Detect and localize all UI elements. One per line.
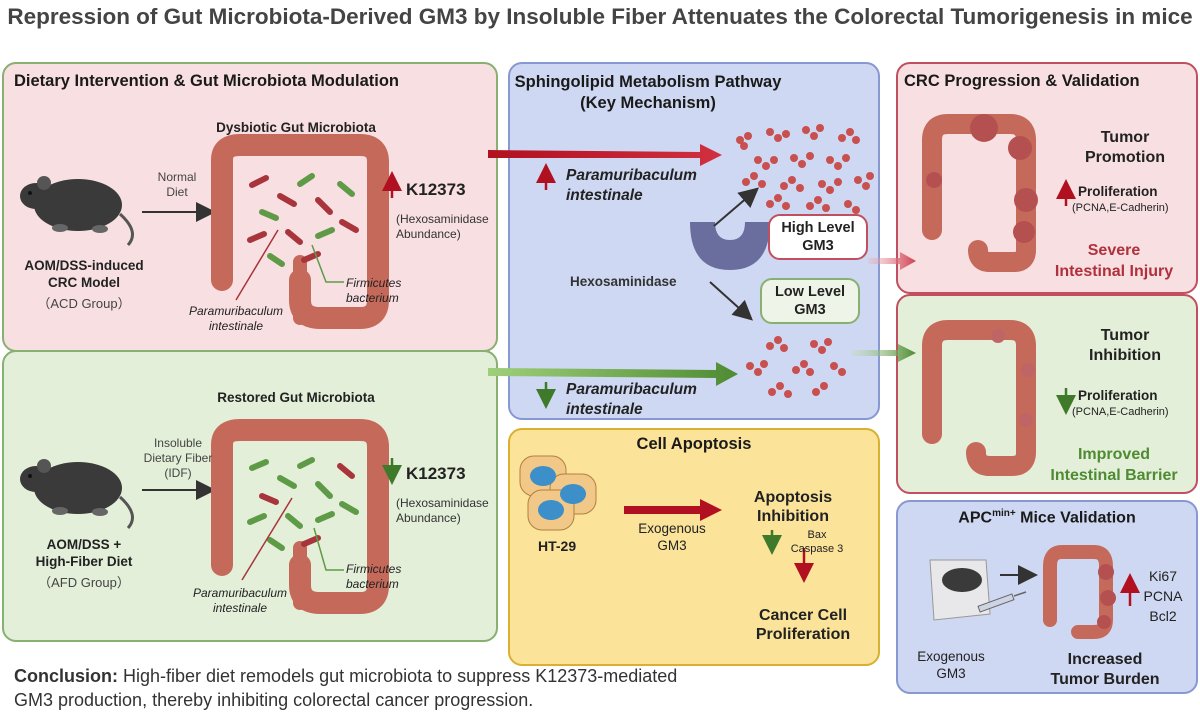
enzyme-label: Hexosaminidase	[570, 274, 677, 289]
proliferation-markers-up: (PCNA,E-Cadherin)	[1072, 202, 1169, 214]
panel-crc-promotion	[896, 62, 1198, 294]
tumor	[991, 329, 1035, 427]
apc-treatment-label: Exogenous GM3	[917, 649, 985, 681]
apc-heading-rest: Mice Validation	[1015, 509, 1136, 527]
apc-heading-sup: min+	[992, 508, 1016, 519]
severe-injury-label: Severe Intestinal Injury	[1054, 242, 1174, 280]
microbe-down-label: Paramuribaculum intestinale	[566, 381, 697, 418]
subheading-dysbiotic: Dysbiotic Gut Microbiota	[216, 120, 376, 135]
treatment-label: Exogenous GM3	[638, 521, 706, 553]
microbe-firmicutes-top: Firmicutes bacterium	[346, 276, 402, 305]
microbe-firmicutes-bottom: Firmicutes bacterium	[346, 562, 402, 591]
colon-icon	[1043, 545, 1113, 639]
enzyme-icon	[690, 222, 770, 270]
panel-heading-diet: Dietary Intervention & Gut Microbiota Mo…	[14, 72, 400, 90]
panel-heading-apoptosis: Cell Apoptosis	[636, 435, 752, 453]
gm3-molecule-icon	[746, 336, 846, 398]
syringe-icon	[929, 559, 1027, 621]
group-label-acd: （ACD Group）	[37, 296, 131, 311]
colon-icon	[922, 320, 1036, 476]
gene-k12373-bottom: K12373	[406, 464, 466, 483]
panel-heading-crc: CRC Progression & Validation	[904, 72, 1140, 90]
cell-icon	[519, 455, 597, 531]
diet-label-normal: Normal Diet	[157, 170, 197, 199]
diet-label-idf: Insoluble Dietary Fiber (IDF)	[143, 436, 213, 480]
colon-icon	[211, 134, 389, 329]
proliferation-label-up: Proliferation	[1078, 184, 1158, 199]
illustration-layer	[20, 114, 1140, 639]
tumor-inhibition-label: Tumor Inhibition	[1089, 327, 1161, 364]
diagram-title: Repression of Gut Microbiota-Derived GM3…	[7, 4, 1193, 29]
model-label-afd: AOM/DSS + High-Fiber Diet	[35, 537, 133, 569]
mouse-icon	[20, 459, 134, 530]
tumor-promotion-label: Tumor Promotion	[1085, 129, 1165, 166]
bacteria-icon	[247, 457, 359, 551]
conclusion: Conclusion: High-fiber diet remodels gut…	[14, 640, 894, 712]
panel-heading-apc: APCmin+ Mice Validation	[896, 508, 1198, 527]
gm3-low-box: Low Level GM3	[760, 278, 860, 324]
apc-heading-main: APC	[958, 509, 993, 527]
tumor	[926, 114, 1038, 243]
tumor	[1097, 564, 1116, 629]
improved-barrier-label: Improved Intestinal Barrier	[1050, 446, 1178, 484]
effect-apoptosis-inhibition: Apoptosis Inhibition	[753, 489, 833, 525]
microbe-up-label: Paramuribaculum intestinale	[566, 167, 697, 204]
panel-heading-pathway: Sphingolipid Metabolism Pathway (Key Mec…	[514, 73, 782, 112]
gene-k12373-top: K12373	[406, 180, 466, 199]
colon-icon	[211, 419, 389, 614]
microbe-paramuribaculum-top: Paramuribaculum intestinale	[188, 304, 284, 333]
apc-outcome: Increased Tumor Burden	[1050, 651, 1160, 688]
panel-apoptosis	[508, 428, 880, 666]
conclusion-label: Conclusion:	[14, 666, 118, 686]
group-label-afd: （AFD Group）	[38, 575, 130, 590]
gene-note-top: (Hexosaminidase Abundance)	[396, 212, 489, 241]
microbe-paramuribaculum-bottom: Paramuribaculum intestinale	[192, 586, 288, 615]
gm3-high-box: High Level GM3	[768, 214, 868, 260]
gene-note-bottom: (Hexosaminidase Abundance)	[396, 496, 489, 525]
outcome-proliferation: Cancer Cell Proliferation	[755, 607, 851, 643]
gm3-molecule-icon	[736, 124, 874, 214]
proliferation-markers-down: (PCNA,E-Cadherin)	[1072, 406, 1169, 418]
markers-bax-caspase: Bax Caspase 3	[790, 529, 844, 555]
subheading-restored: Restored Gut Microbiota	[217, 390, 375, 405]
mouse-icon	[20, 176, 134, 247]
cell-label-ht29: HT-29	[538, 538, 577, 554]
apc-markers: Ki67 PCNA Bcl2	[1143, 568, 1183, 624]
proliferation-label-down: Proliferation	[1078, 388, 1158, 403]
model-label-acd: AOM/DSS-induced CRC Model	[24, 258, 144, 290]
